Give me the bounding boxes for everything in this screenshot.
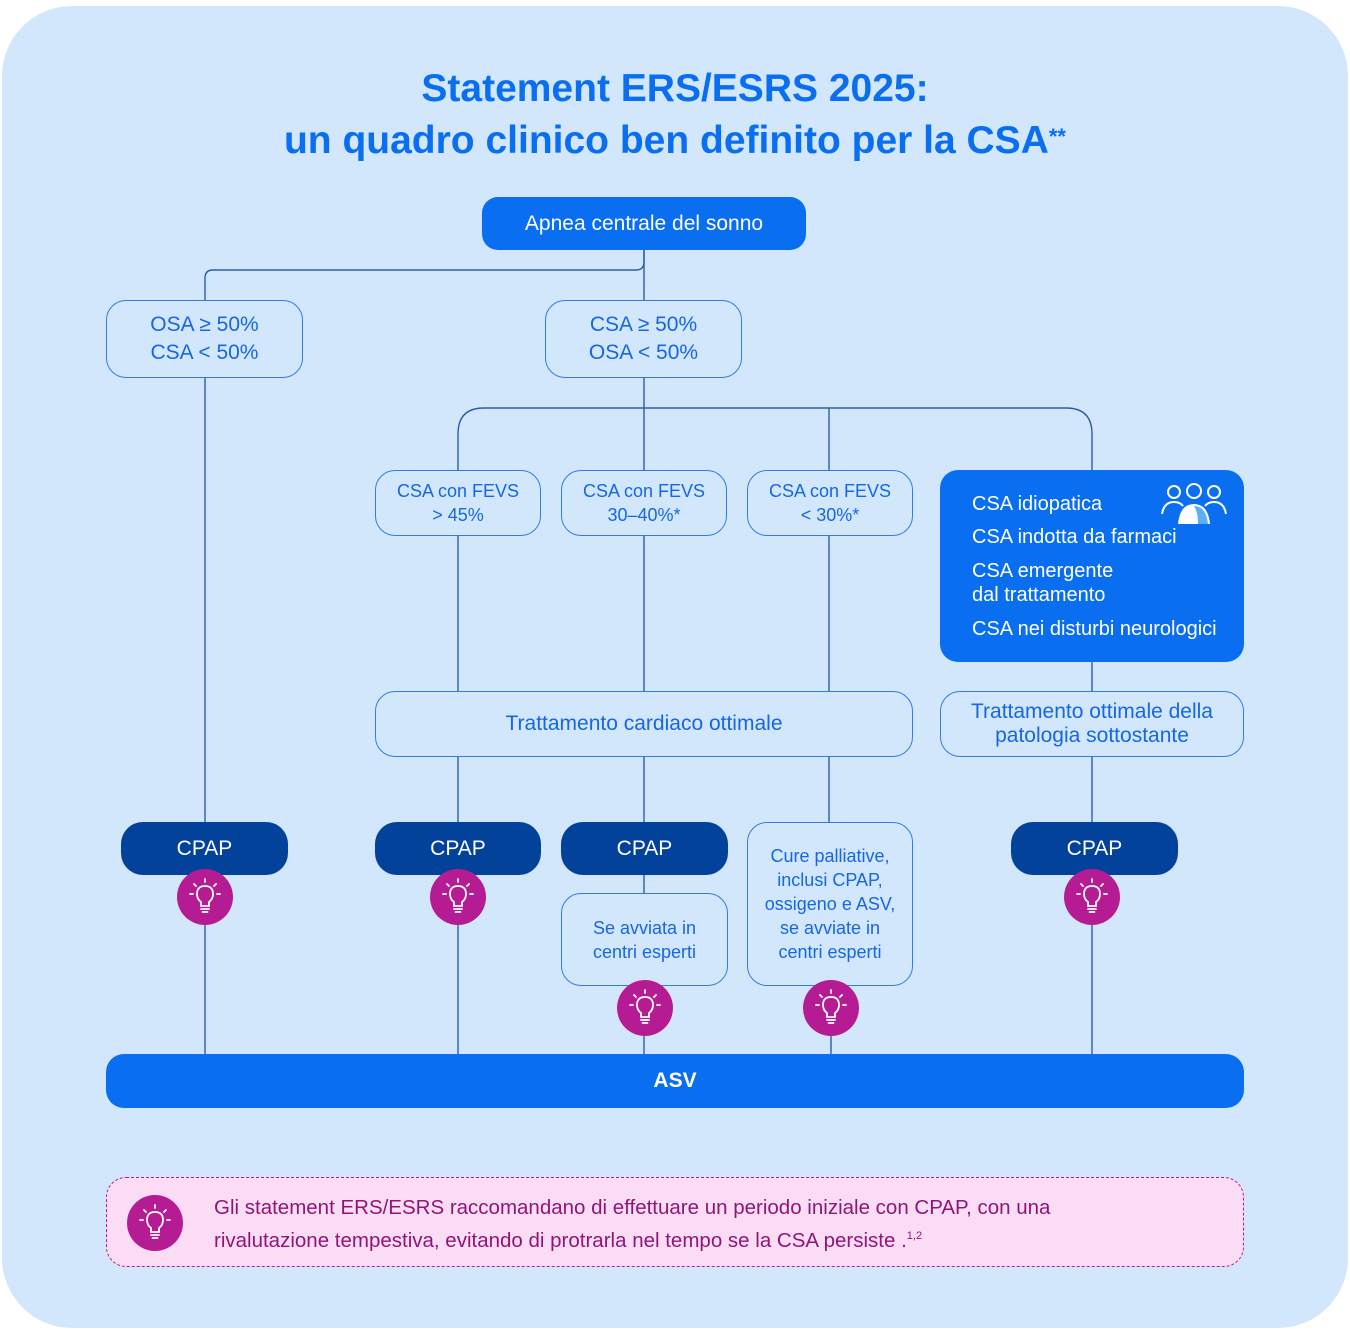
fevs-high-line2: > 45%: [432, 505, 484, 525]
cpap-node-fevs-mid: CPAP: [561, 822, 728, 875]
asv-node: ASV: [106, 1054, 1244, 1108]
fevs-low-node: CSA con FEVS < 30%*: [747, 470, 913, 536]
branch-osa-line1: OSA ≥ 50%: [150, 313, 259, 336]
connector-bus: [457, 407, 1093, 470]
root-node: Apnea centrale del sonno: [482, 197, 806, 250]
connector-root-left: [204, 250, 645, 300]
fevs-high-node: CSA con FEVS > 45%: [375, 470, 541, 536]
idiopathic-item-1: CSA idiopatica: [972, 493, 1103, 515]
palliative-line1: Cure palliative,: [770, 846, 890, 866]
palliative-line2: inclusi CPAP,: [777, 870, 883, 890]
palliative-line5: centri esperti: [778, 942, 882, 962]
lightbulb-icon: [127, 1195, 183, 1251]
idiopathic-item-2: CSA indotta da farmaci: [972, 526, 1177, 548]
fevs-mid-node: CSA con FEVS 30–40%*: [561, 470, 727, 536]
fevs-mid-line2: 30–40%*: [607, 505, 681, 525]
title-text: un quadro clinico ben definito per la CS…: [283, 119, 1049, 162]
lightbulb-icon: [430, 869, 486, 925]
note-line1: Gli statement ERS/ESRS raccomandano di e…: [214, 1196, 1051, 1219]
note-refs: 1,2: [906, 1230, 923, 1242]
expert-centers-line1: Se avviata in: [592, 917, 697, 938]
title-line-1: Statement ERS/ESRS 2025:: [421, 67, 929, 110]
cpap-node-fevs-high: CPAP: [375, 822, 541, 875]
idiopathic-group-node: CSA idiopatica CSA indotta da farmaci CS…: [940, 470, 1244, 662]
cpap-node-osa: CPAP: [121, 822, 288, 875]
branch-osa-line2: CSA < 50%: [150, 341, 259, 364]
branch-osa-node: OSA ≥ 50% CSA < 50%: [106, 300, 303, 378]
note-text: Gli statement ERS/ESRS raccomandano di e…: [214, 1193, 1224, 1255]
people-group-icon: [1161, 483, 1227, 524]
palliative-care-node: Cure palliative, inclusi CPAP, ossigeno …: [747, 822, 913, 986]
fevs-low-line2: < 30%*: [800, 505, 860, 525]
underlying-treatment-line1: Trattamento ottimale della: [970, 700, 1213, 723]
title-line-2: un quadro clinico ben definito per la CS…: [0, 115, 1350, 167]
branch-csa-line2: OSA < 50%: [588, 341, 699, 364]
lightbulb-icon: [617, 980, 673, 1036]
expert-centers-node: Se avviata in centri esperti: [561, 893, 728, 986]
title-footnote-mark: **: [1048, 124, 1066, 149]
palliative-line3: ossigeno e ASV,: [764, 894, 896, 914]
idiopathic-item-3: CSA emergente: [972, 560, 1114, 582]
underlying-treatment-line2: patologia sottostante: [995, 724, 1189, 747]
idiopathic-item-3b: dal trattamento: [972, 584, 1106, 606]
fevs-low-line1: CSA con FEVS: [768, 481, 892, 501]
lightbulb-icon: [803, 980, 859, 1036]
fevs-mid-line1: CSA con FEVS: [582, 481, 706, 501]
palliative-line4: se avviate in: [779, 918, 881, 938]
cpap-node-underlying: CPAP: [1011, 822, 1178, 875]
lightbulb-icon: [177, 869, 233, 925]
note-line2: rivalutazione tempestiva, evitando di pr…: [214, 1228, 907, 1252]
recommendation-note: Gli statement ERS/ESRS raccomandano di e…: [106, 1177, 1244, 1267]
cardiac-treatment-node: Trattamento cardiaco ottimale: [375, 691, 913, 757]
branch-csa-line1: CSA ≥ 50%: [589, 313, 698, 336]
expert-centers-line2: centri esperti: [592, 941, 697, 962]
fevs-high-line1: CSA con FEVS: [396, 481, 520, 501]
lightbulb-icon: [1064, 869, 1120, 925]
underlying-treatment-node: Trattamento ottimale della patologia sot…: [940, 691, 1244, 757]
branch-csa-node: CSA ≥ 50% OSA < 50%: [545, 300, 742, 378]
idiopathic-item-4: CSA nei disturbi neurologici: [972, 618, 1217, 640]
